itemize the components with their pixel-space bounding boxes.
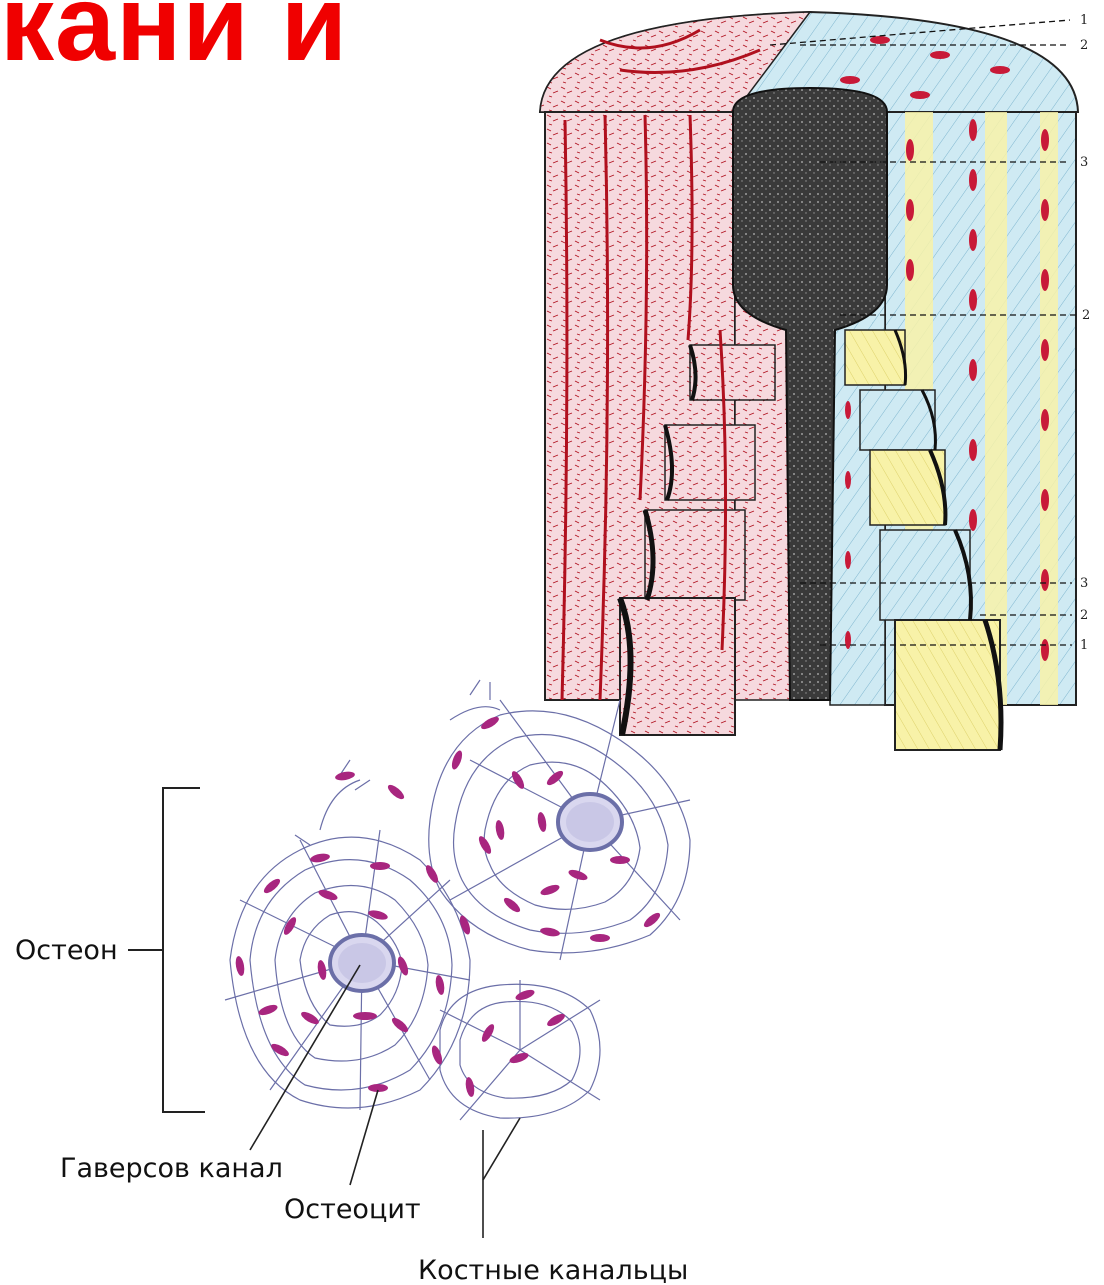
osteocyte-pointer [350,1090,378,1185]
lamella-band-yellow-3 [1040,112,1058,705]
lamella-band-yellow-2 [985,112,1007,705]
label-osteocyte: Остеоцит [284,1194,421,1225]
label-osteon: Остеон [15,935,118,966]
osteon-diagram: Остеон Гаверсов канал Остеоцит Костные к… [15,680,690,1285]
haversian-canal-main [330,935,394,991]
label-haversian-canal: Гаверсов канал [60,1153,283,1184]
bone-markers: 1 2 3 2 3 2 1 [1080,13,1090,653]
osteon-third-web [440,980,600,1120]
canaliculi-pointer [483,1118,520,1238]
marker-3-top: 3 [1080,155,1088,170]
osteon-main-web [225,760,470,1110]
marker-1-top: 1 [1080,13,1088,28]
bone-cylinder-diagram: 1 2 3 2 3 2 1 [540,12,1090,750]
marker-2-bottom: 2 [1080,608,1088,623]
marker-2-top: 2 [1080,38,1088,53]
haversian-canal-second [558,794,622,850]
osteon-bracket [163,788,205,1112]
marker-3-bottom: 3 [1080,576,1088,591]
marker-2-mid: 2 [1082,308,1090,323]
haversian-pointer [250,965,360,1150]
marker-1-bottom: 1 [1080,638,1088,653]
label-canaliculi: Костные канальцы [418,1255,688,1285]
